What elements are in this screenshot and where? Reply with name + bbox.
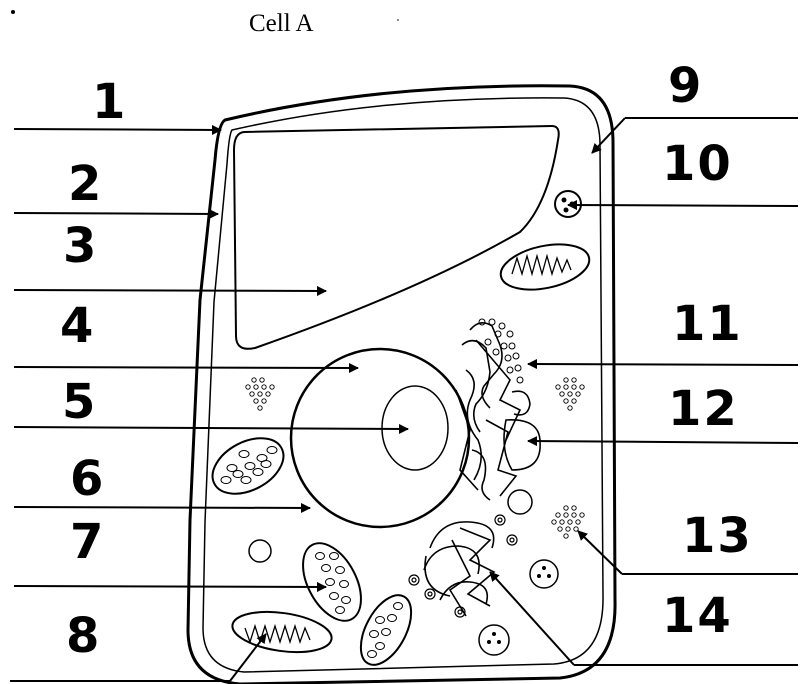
ribosome-cluster [246, 378, 274, 410]
mitochondrion [230, 606, 334, 658]
nucleus [291, 349, 469, 527]
leader-line-7 [14, 586, 326, 587]
leader-line-12 [528, 441, 798, 443]
stray-dot [11, 10, 15, 14]
stray-dot [397, 19, 399, 21]
vesicle [249, 540, 271, 562]
chloroplast [291, 534, 373, 631]
leader-line-5 [14, 427, 408, 429]
lysosome [479, 625, 509, 655]
lysosome [555, 191, 581, 217]
leader-line-2 [14, 213, 218, 214]
leader-line-14 [490, 572, 574, 665]
leader-line-1 [14, 129, 221, 130]
leader-line-11 [528, 364, 798, 365]
lysosome [530, 560, 558, 588]
chloroplast [203, 427, 293, 505]
vesicle [508, 490, 532, 514]
leader-line-6 [14, 507, 310, 508]
golgi-apparatus [424, 522, 494, 616]
mitochondrion [497, 237, 594, 297]
leader-line-4 [14, 367, 358, 368]
leader-line-3 [14, 290, 326, 291]
ribosome-cluster [556, 378, 584, 410]
leader-line-10 [568, 205, 798, 206]
central-vacuole [234, 126, 559, 349]
